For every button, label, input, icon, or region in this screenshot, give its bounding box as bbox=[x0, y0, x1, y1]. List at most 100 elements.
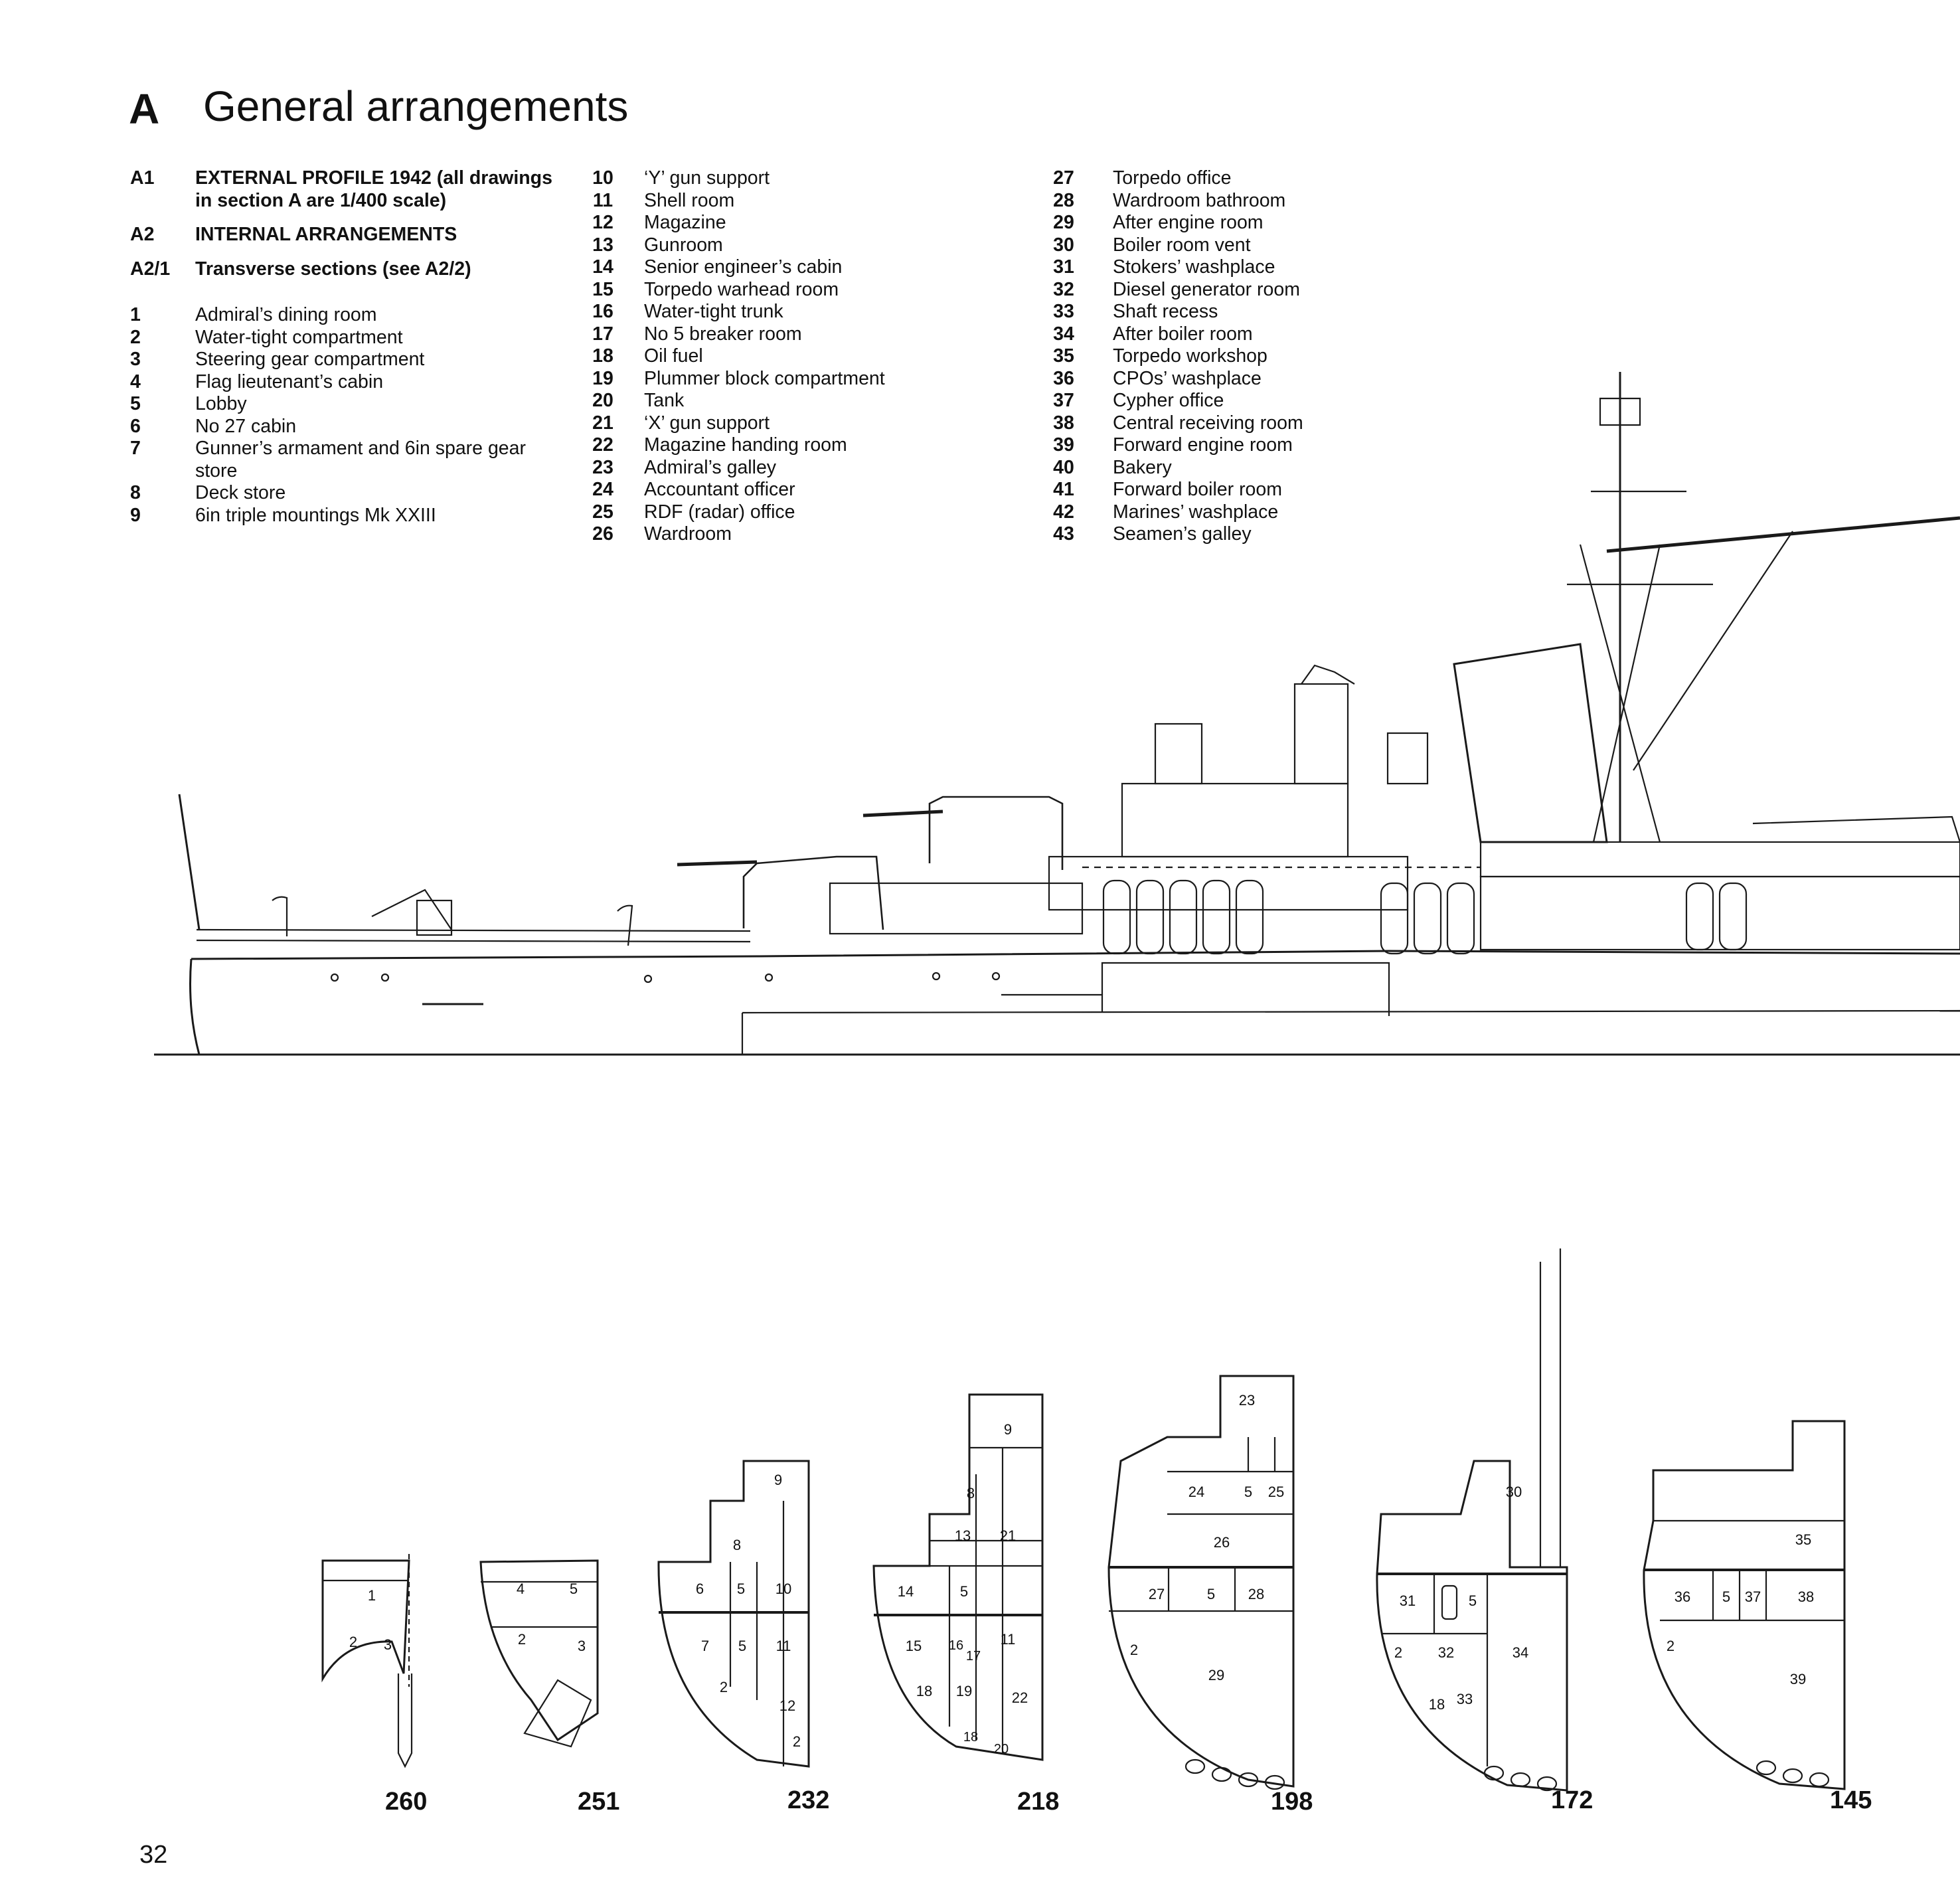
compartment-label: 1 bbox=[368, 1587, 376, 1604]
section-260: 1 2 3 bbox=[321, 1554, 413, 1768]
compartment-label: 25 bbox=[1268, 1484, 1284, 1500]
legend-column-1: A1 EXTERNAL PROFILE 1942 (all drawings i… bbox=[130, 167, 552, 527]
frame-label-172: 172 bbox=[1551, 1786, 1593, 1814]
compartment-label: 5 bbox=[1207, 1586, 1215, 1602]
compartment-label: 18 bbox=[1429, 1696, 1445, 1713]
mainmast bbox=[1567, 372, 1960, 843]
frame-label-145: 145 bbox=[1830, 1786, 1872, 1814]
legend-code: A2/1 bbox=[130, 258, 171, 280]
compartment-label: 7 bbox=[701, 1638, 709, 1654]
y-turret bbox=[742, 855, 884, 930]
double-bottom bbox=[1184, 1758, 1285, 1790]
legend-text: INTERNAL ARRANGEMENTS bbox=[195, 224, 457, 245]
after-funnel bbox=[1453, 643, 1608, 843]
compartment-label: 16 bbox=[949, 1638, 963, 1653]
page-number: 32 bbox=[139, 1841, 168, 1869]
legend-header-a2: A2 INTERNAL ARRANGEMENTS bbox=[130, 224, 552, 246]
hull-stern bbox=[189, 958, 201, 1055]
compartment-label: 17 bbox=[966, 1649, 981, 1664]
external-profile-drawing bbox=[154, 372, 1960, 1056]
compartment-label: 20 bbox=[994, 1742, 1009, 1756]
compartment-label: 32 bbox=[1438, 1644, 1454, 1661]
compartment-label: 5 bbox=[738, 1638, 746, 1654]
legend-header-a1: A1 EXTERNAL PROFILE 1942 (all drawings bbox=[130, 167, 552, 190]
compartment-label: 3 bbox=[384, 1636, 392, 1653]
compartment-label: 14 bbox=[898, 1583, 914, 1600]
legend-code: A2 bbox=[130, 224, 155, 245]
legend-text: EXTERNAL PROFILE 1942 (all drawings bbox=[195, 167, 552, 189]
section-232: 9 8 6 5 10 7 5 11 2 12 2 bbox=[657, 1460, 810, 1768]
compartment-label: 2 bbox=[1394, 1644, 1402, 1661]
frame-label-198: 198 bbox=[1271, 1788, 1313, 1816]
double-bottom bbox=[1483, 1765, 1558, 1792]
compartment-label: 19 bbox=[956, 1683, 972, 1699]
compartment-label: 35 bbox=[1795, 1531, 1811, 1548]
compartment-label: 2 bbox=[1667, 1638, 1674, 1654]
x-turret-guns bbox=[862, 810, 943, 817]
lifeboats-aft bbox=[1102, 879, 1264, 955]
legend-header-a2-1: A2/1 Transverse sections (see A2/2) bbox=[130, 258, 552, 281]
compartment-label: 5 bbox=[960, 1583, 968, 1600]
compartment-label: 38 bbox=[1798, 1588, 1814, 1605]
compartment-label: 5 bbox=[1469, 1592, 1477, 1609]
legend-header-a1-cont: in section A are 1/400 scale) bbox=[130, 190, 552, 213]
compartment-label: 21 bbox=[1000, 1527, 1016, 1544]
wireless-aerial bbox=[1606, 516, 1960, 553]
hull-lower-line bbox=[742, 1009, 1960, 1014]
compartment-label: 18 bbox=[916, 1683, 932, 1699]
compartment-label: 36 bbox=[1674, 1588, 1690, 1605]
flagstaff bbox=[178, 794, 201, 930]
frame-label-232: 232 bbox=[787, 1786, 830, 1814]
compartment-label: 39 bbox=[1790, 1671, 1806, 1687]
compartment-label: 11 bbox=[776, 1638, 791, 1654]
compartment-label: 5 bbox=[570, 1581, 578, 1597]
section-218: 9 8 13 21 14 5 15 16 17 11 18 19 22 18 2… bbox=[872, 1393, 1044, 1761]
section-198: 23 24 5 25 26 27 5 28 2 29 bbox=[1107, 1375, 1295, 1790]
section-172: 30 31 5 2 32 34 18 33 bbox=[1376, 1248, 1568, 1792]
ships-boat bbox=[1752, 815, 1960, 843]
compartment-label: 12 bbox=[779, 1697, 795, 1714]
compartment-label: 2 bbox=[793, 1733, 801, 1750]
compartment-label: 5 bbox=[737, 1581, 745, 1597]
page-title: General arrangements bbox=[203, 82, 629, 130]
frame-label-260: 260 bbox=[385, 1788, 428, 1816]
aft-superstructure bbox=[1121, 782, 1349, 858]
compartment-label: 5 bbox=[1722, 1588, 1730, 1605]
compartment-label: 30 bbox=[1506, 1484, 1522, 1500]
legend-text: Transverse sections (see A2/2) bbox=[195, 258, 471, 280]
compartment-label: 4 bbox=[517, 1581, 525, 1597]
compartment-label: 2 bbox=[518, 1631, 526, 1648]
y-turret-guns bbox=[677, 860, 758, 867]
legend-item: 21‘X’ gun support bbox=[592, 412, 770, 434]
hull-deck-edge bbox=[191, 950, 1960, 960]
compartment-label: 18 bbox=[963, 1730, 978, 1745]
compartment-label: 9 bbox=[1004, 1421, 1012, 1438]
